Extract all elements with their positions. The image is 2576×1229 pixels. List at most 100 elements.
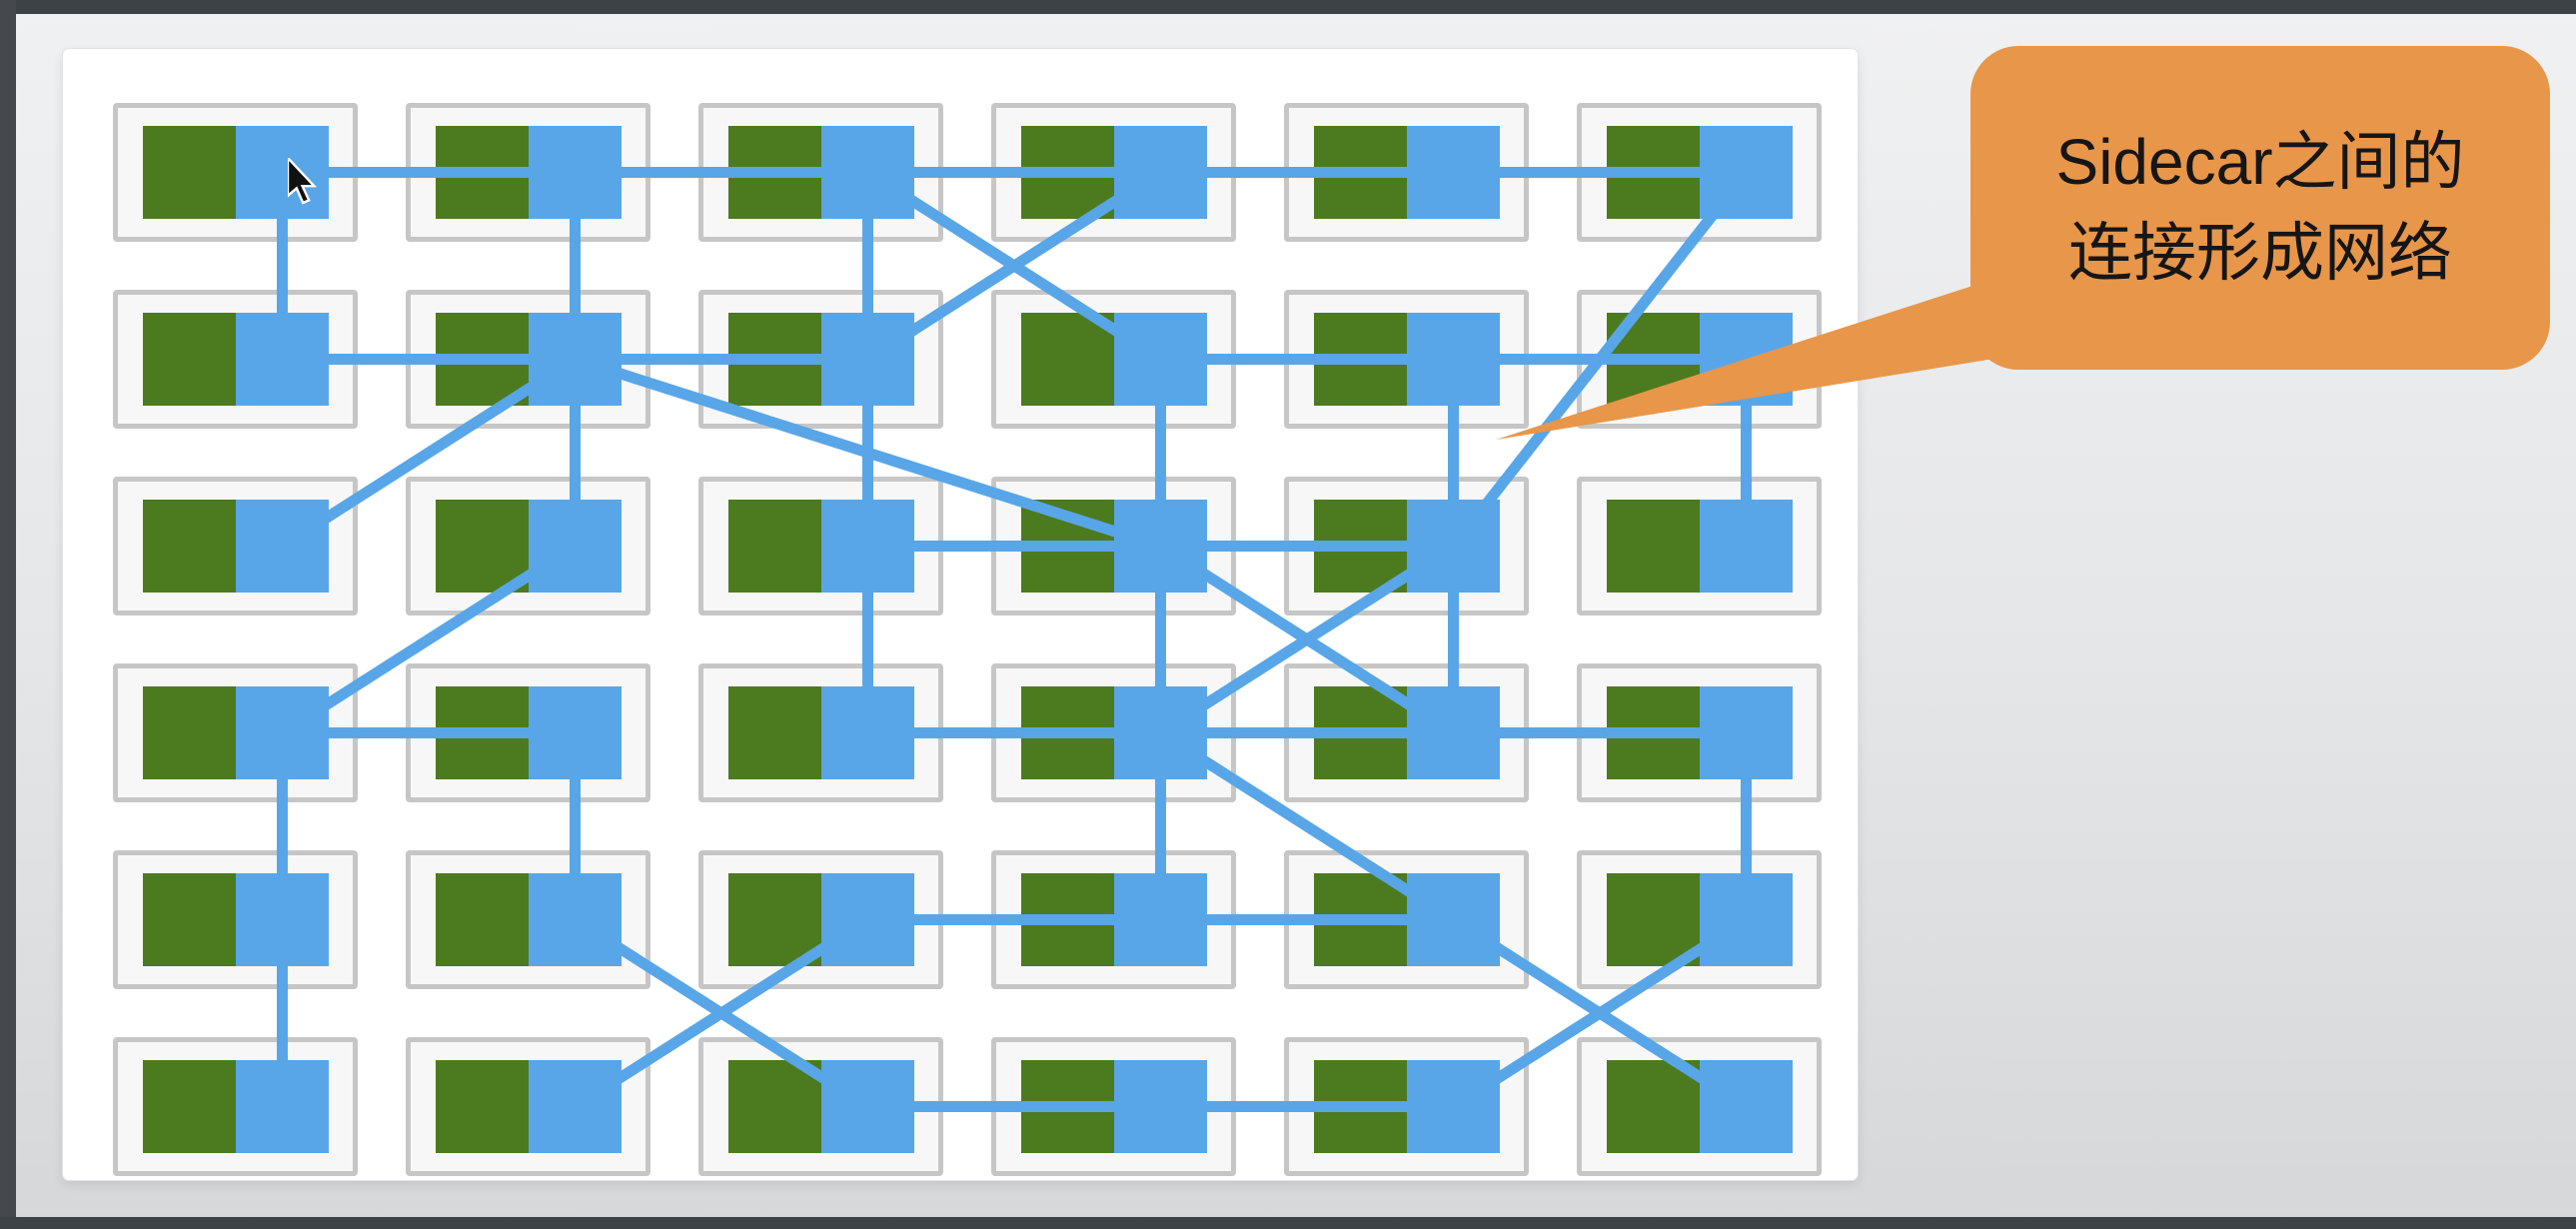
host-box xyxy=(1577,103,1822,242)
host-grid xyxy=(63,49,1858,1180)
host-box xyxy=(991,103,1236,242)
service-square xyxy=(728,500,821,593)
bottom-dark-bar xyxy=(0,1217,2576,1229)
service-square xyxy=(436,1060,529,1153)
host-box xyxy=(406,1037,650,1176)
host-box xyxy=(113,477,358,615)
host-box xyxy=(991,850,1236,989)
host-box xyxy=(1577,663,1822,802)
service-square xyxy=(1314,500,1407,593)
service-square xyxy=(1607,500,1700,593)
sidecar-square xyxy=(1407,1060,1500,1153)
service-square xyxy=(1607,1060,1700,1153)
sidecar-square xyxy=(1700,313,1793,406)
sidecar-square xyxy=(1407,126,1500,219)
service-square xyxy=(143,126,236,219)
host-box xyxy=(113,1037,358,1176)
sidecar-square xyxy=(236,313,329,406)
callout-text-line-1: Sidecar之间的 xyxy=(2055,126,2465,199)
sidecar-square xyxy=(1114,873,1207,966)
sidecar-square xyxy=(1114,126,1207,219)
host-box xyxy=(406,663,650,802)
callout-text-line-2: 连接形成网络 xyxy=(2068,217,2452,289)
host-box xyxy=(406,103,650,242)
sidecar-square xyxy=(1114,686,1207,779)
host-box xyxy=(113,850,358,989)
sidecar-square xyxy=(821,126,914,219)
sidecar-square xyxy=(821,686,914,779)
service-square xyxy=(1314,686,1407,779)
host-box xyxy=(698,103,943,242)
service-square xyxy=(436,500,529,593)
host-box xyxy=(1284,290,1529,429)
host-box xyxy=(113,290,358,429)
sidecar-square xyxy=(1114,500,1207,593)
service-square xyxy=(1314,873,1407,966)
service-square xyxy=(1021,313,1114,406)
service-square xyxy=(728,1060,821,1153)
host-box xyxy=(991,477,1236,615)
sidecar-square xyxy=(1407,313,1500,406)
service-square xyxy=(1314,1060,1407,1153)
host-box xyxy=(406,290,650,429)
service-square xyxy=(1021,1060,1114,1153)
sidecar-square xyxy=(529,686,622,779)
sidecar-square xyxy=(1700,1060,1793,1153)
host-box xyxy=(1284,477,1529,615)
sidecar-square xyxy=(236,1060,329,1153)
service-square xyxy=(143,313,236,406)
service-square xyxy=(1607,313,1700,406)
mouse-cursor-icon xyxy=(288,158,318,205)
service-square xyxy=(143,500,236,593)
sidecar-square xyxy=(1700,126,1793,219)
sidecar-square xyxy=(1407,500,1500,593)
sidecar-square xyxy=(236,686,329,779)
top-dark-bar xyxy=(0,0,2576,14)
slide-canvas xyxy=(63,49,1858,1180)
sidecar-square xyxy=(236,500,329,593)
left-dark-bar xyxy=(0,0,16,1229)
host-box xyxy=(991,663,1236,802)
service-square xyxy=(1314,126,1407,219)
service-square xyxy=(143,1060,236,1153)
sidecar-square xyxy=(529,1060,622,1153)
service-square xyxy=(1021,126,1114,219)
service-square xyxy=(728,873,821,966)
sidecar-square xyxy=(1407,686,1500,779)
service-square xyxy=(1607,126,1700,219)
service-square xyxy=(728,313,821,406)
service-square xyxy=(1021,500,1114,593)
host-box xyxy=(1577,290,1822,429)
host-box xyxy=(1577,850,1822,989)
sidecar-square xyxy=(1700,686,1793,779)
sidecar-square xyxy=(1407,873,1500,966)
service-square xyxy=(436,873,529,966)
host-box xyxy=(991,1037,1236,1176)
sidecar-square xyxy=(821,873,914,966)
host-box xyxy=(698,1037,943,1176)
service-square xyxy=(436,686,529,779)
callout-bubble: Sidecar之间的 连接形成网络 xyxy=(1970,46,2550,370)
service-square xyxy=(143,686,236,779)
host-box xyxy=(406,477,650,615)
host-box xyxy=(113,663,358,802)
host-box xyxy=(991,290,1236,429)
service-square xyxy=(436,313,529,406)
sidecar-square xyxy=(1700,873,1793,966)
sidecar-square xyxy=(529,500,622,593)
service-square xyxy=(1607,686,1700,779)
host-box xyxy=(1284,850,1529,989)
host-box xyxy=(1284,103,1529,242)
sidecar-square xyxy=(821,500,914,593)
host-box xyxy=(406,850,650,989)
service-square xyxy=(728,686,821,779)
service-square xyxy=(728,126,821,219)
host-box xyxy=(698,663,943,802)
sidecar-square xyxy=(1114,1060,1207,1153)
sidecar-square xyxy=(236,873,329,966)
sidecar-square xyxy=(821,1060,914,1153)
host-box xyxy=(698,850,943,989)
host-box xyxy=(698,477,943,615)
host-box xyxy=(1577,477,1822,615)
service-square xyxy=(1607,873,1700,966)
